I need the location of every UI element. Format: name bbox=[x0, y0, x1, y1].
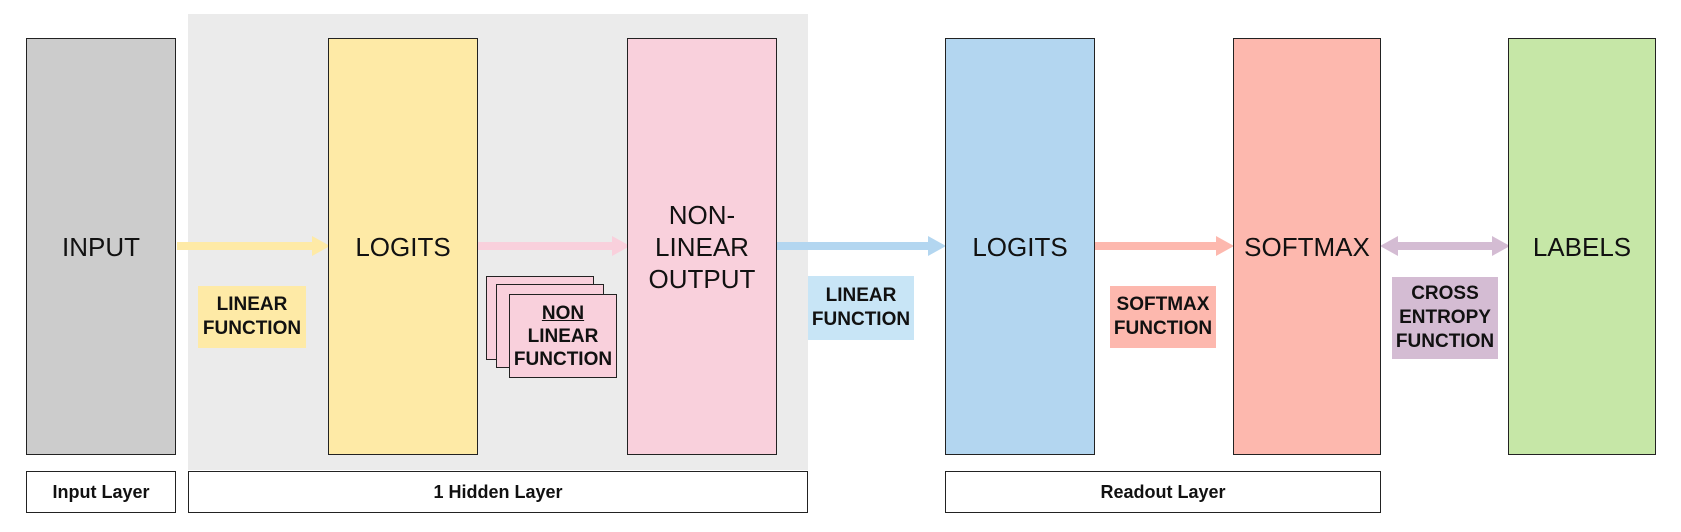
arrow-logits-to-nonlinear bbox=[478, 236, 630, 256]
input-block: INPUT bbox=[26, 38, 176, 455]
linear-function-tag-1: LINEAR FUNCTION bbox=[198, 286, 306, 348]
nonlinear-line-3: FUNCTION bbox=[513, 348, 613, 370]
labels-label: LABELS bbox=[1532, 231, 1632, 262]
nonlinear-line-2: LINEAR bbox=[527, 325, 599, 347]
softmax-function-tag: SOFTMAX FUNCTION bbox=[1110, 286, 1216, 348]
hidden-logits-label: LOGITS bbox=[355, 231, 451, 262]
nonlinear-output-label: NON-LINEAR OUTPUT bbox=[648, 199, 756, 294]
cross-entropy-function-tag: CROSS ENTROPY FUNCTION bbox=[1392, 277, 1498, 359]
labels-block: LABELS bbox=[1508, 38, 1656, 455]
softmax-block: SOFTMAX bbox=[1233, 38, 1381, 455]
softmax-label: SOFTMAX bbox=[1244, 231, 1370, 262]
readout-logits-label: LOGITS bbox=[972, 231, 1068, 262]
input-block-label: INPUT bbox=[62, 231, 140, 262]
readout-layer-caption: Readout Layer bbox=[945, 471, 1381, 513]
readout-logits-block: LOGITS bbox=[945, 38, 1095, 455]
linear-function-tag-2: LINEAR FUNCTION bbox=[808, 276, 914, 340]
arrow-nonlinear-to-logits bbox=[777, 236, 946, 256]
nonlinear-line-1: NON bbox=[541, 302, 585, 324]
hidden-layer-caption: 1 Hidden Layer bbox=[188, 471, 808, 513]
nonlinear-function-tag: NON LINEAR FUNCTION bbox=[509, 294, 617, 378]
nonlinear-output-block: NON-LINEAR OUTPUT bbox=[627, 38, 777, 455]
input-layer-caption: Input Layer bbox=[26, 471, 176, 513]
arrow-input-to-logits bbox=[177, 236, 330, 256]
arrow-softmax-labels-bidirectional bbox=[1380, 236, 1510, 256]
arrow-logits-to-softmax bbox=[1095, 236, 1234, 256]
hidden-logits-block: LOGITS bbox=[328, 38, 478, 455]
